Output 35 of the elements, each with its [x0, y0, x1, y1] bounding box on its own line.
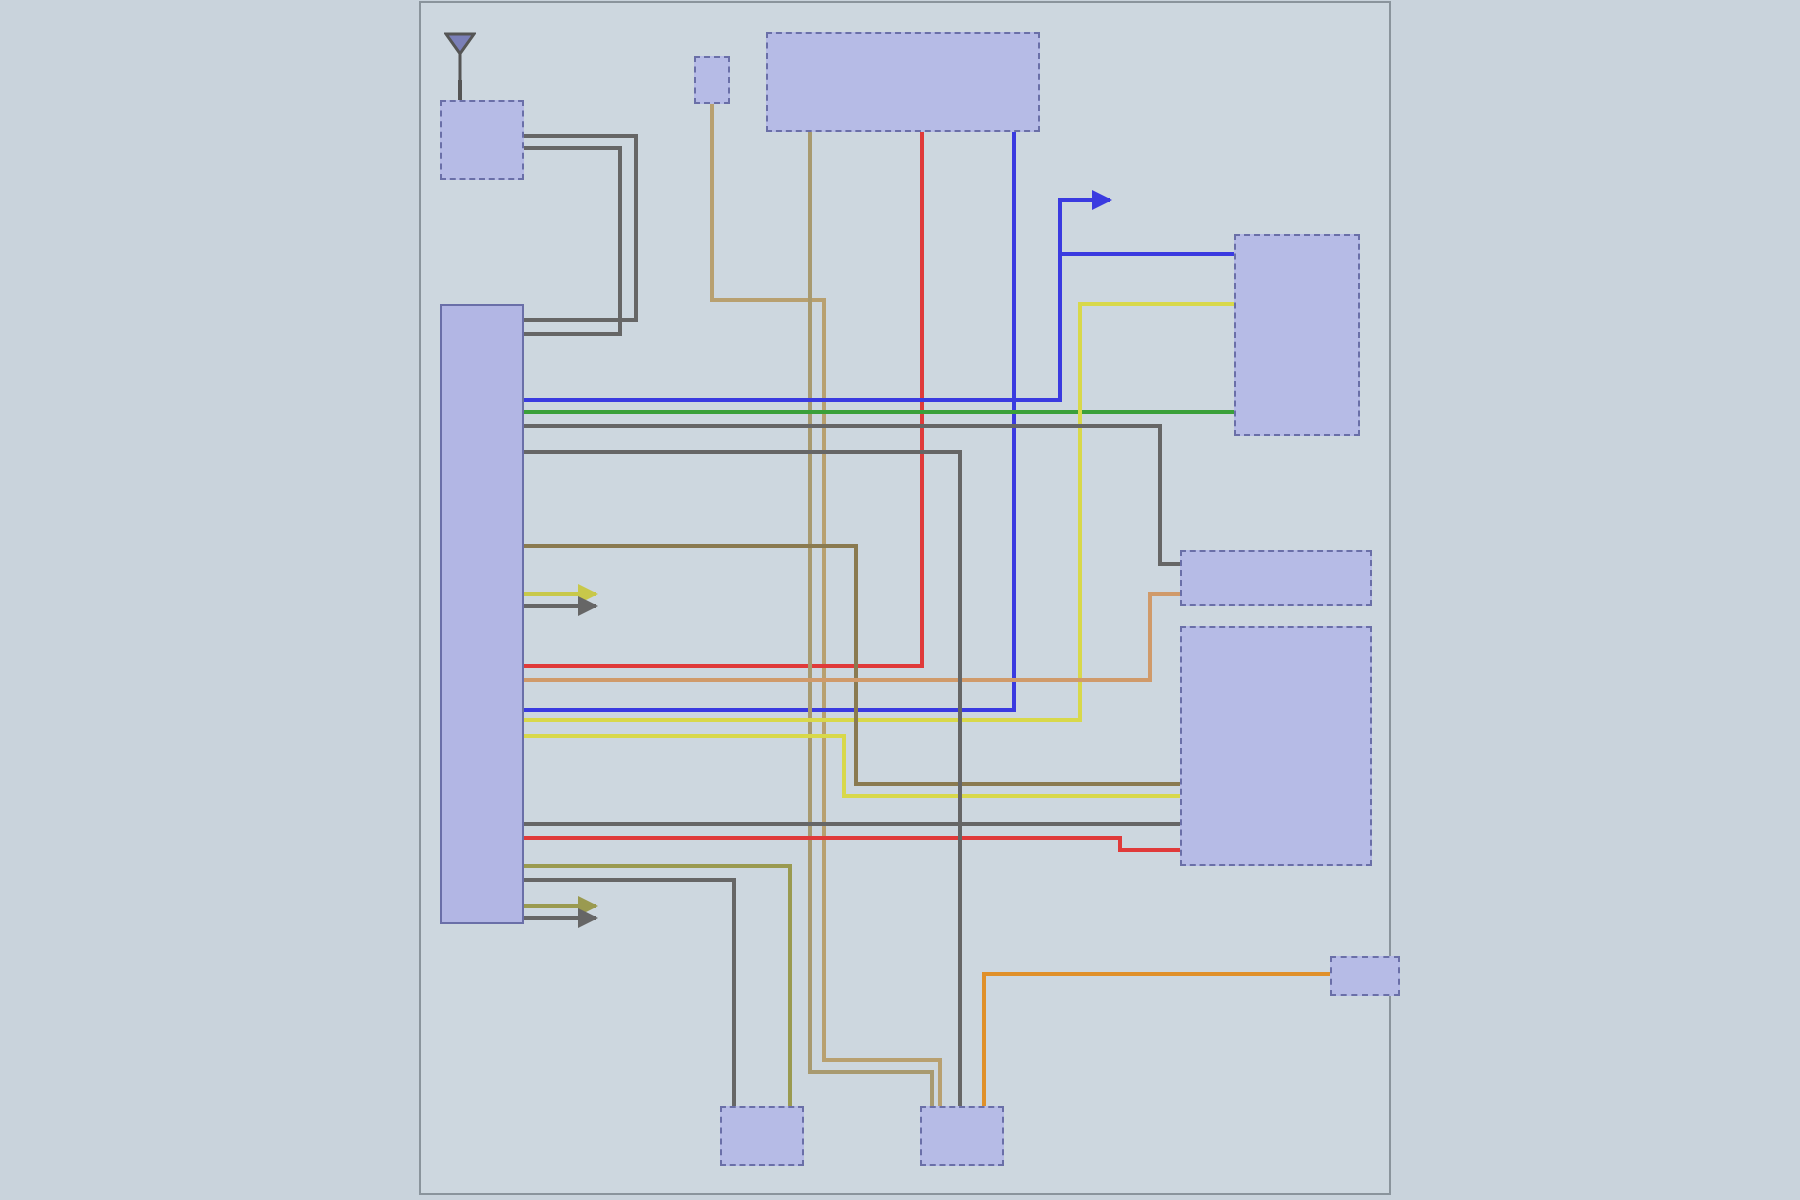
antenna-icon	[444, 32, 476, 80]
wire	[524, 734, 1180, 798]
connector-box	[1180, 550, 1372, 606]
arrow	[524, 596, 598, 616]
wire	[524, 878, 736, 1106]
wire	[524, 592, 1180, 682]
arrow	[524, 896, 598, 916]
wire	[808, 132, 934, 1106]
module-box	[440, 100, 524, 180]
connector-box	[694, 56, 730, 104]
wire	[524, 146, 622, 336]
wire	[524, 822, 1180, 826]
connector-box	[720, 1106, 804, 1166]
wire	[524, 302, 1234, 722]
connector-box	[920, 1106, 1004, 1166]
wire	[524, 424, 1180, 566]
arrow	[524, 908, 598, 928]
connector-box	[1330, 956, 1400, 996]
wire	[710, 104, 942, 1106]
switch-module-box	[1234, 234, 1360, 436]
wire	[458, 80, 462, 100]
fuse-box	[766, 32, 1040, 132]
module-box	[440, 304, 524, 924]
wire	[524, 410, 1234, 414]
wire	[982, 972, 1330, 1106]
arrow	[1058, 190, 1234, 256]
wire	[524, 132, 1016, 712]
wire	[524, 132, 924, 668]
wire	[524, 450, 962, 1106]
wire	[524, 544, 1180, 786]
connector-box	[1180, 626, 1372, 866]
wire	[524, 864, 792, 1106]
wire	[524, 836, 1180, 852]
wire	[524, 134, 638, 322]
arrow	[524, 584, 598, 604]
